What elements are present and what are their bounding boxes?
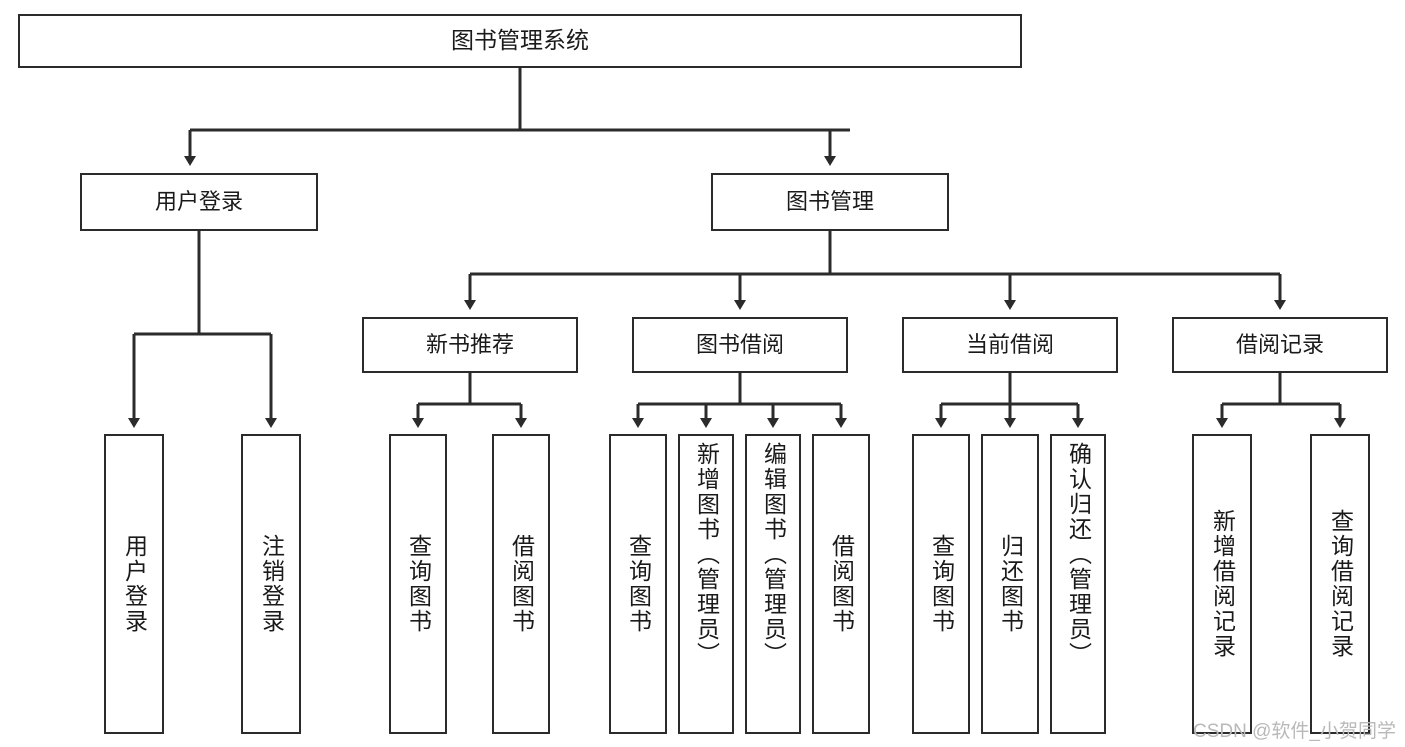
- leaf-logout-login[interactable]: 注销登录: [241, 434, 301, 734]
- leaf-query-book-3[interactable]: 查询图书: [912, 434, 970, 734]
- leaf-query-book-3-label: 查询图书: [928, 534, 955, 634]
- leaf-add-book-label: 新增图书（管理员）: [693, 442, 720, 667]
- leaf-query-record-label: 查询借阅记录: [1327, 509, 1354, 659]
- node-book-borrow[interactable]: 图书借阅: [632, 317, 848, 373]
- leaf-return-book[interactable]: 归还图书: [981, 434, 1039, 734]
- node-borrow-record[interactable]: 借阅记录: [1172, 317, 1388, 373]
- leaf-query-record[interactable]: 查询借阅记录: [1310, 434, 1370, 734]
- leaf-borrow-book-1[interactable]: 借阅图书: [492, 434, 550, 734]
- node-current-borrow-label: 当前借阅: [965, 331, 1054, 357]
- node-new-book-recommend[interactable]: 新书推荐: [362, 317, 578, 373]
- node-user-login[interactable]: 用户登录: [80, 173, 318, 231]
- node-root-label: 图书管理系统: [451, 27, 589, 54]
- node-new-book-recommend-label: 新书推荐: [425, 331, 514, 357]
- leaf-edit-book-label: 编辑图书（管理员）: [760, 442, 787, 667]
- watermark-text: CSDN @软件_小贺同学: [1193, 721, 1396, 742]
- node-book-borrow-label: 图书借阅: [695, 331, 784, 357]
- leaf-user-login-label: 用户登录: [121, 534, 148, 634]
- leaf-query-book-1[interactable]: 查询图书: [389, 434, 447, 734]
- node-borrow-record-label: 借阅记录: [1235, 331, 1324, 357]
- node-user-login-label: 用户登录: [154, 188, 243, 214]
- leaf-logout-login-label: 注销登录: [258, 534, 285, 634]
- leaf-query-book-2-label: 查询图书: [625, 534, 652, 634]
- leaf-add-record[interactable]: 新增借阅记录: [1192, 434, 1252, 734]
- leaf-return-book-label: 归还图书: [997, 534, 1024, 634]
- leaf-query-book-2[interactable]: 查询图书: [609, 434, 667, 734]
- node-root[interactable]: 图书管理系统: [18, 14, 1022, 68]
- node-book-manage[interactable]: 图书管理: [711, 173, 949, 231]
- leaf-confirm-return-label: 确认归还（管理员）: [1065, 442, 1092, 667]
- leaf-add-record-label: 新增借阅记录: [1209, 509, 1236, 659]
- leaf-query-book-1-label: 查询图书: [405, 534, 432, 634]
- node-book-manage-label: 图书管理: [785, 188, 874, 214]
- leaf-confirm-return[interactable]: 确认归还（管理员）: [1050, 434, 1106, 734]
- leaf-edit-book[interactable]: 编辑图书（管理员）: [745, 434, 801, 734]
- leaf-user-login[interactable]: 用户登录: [104, 434, 164, 734]
- leaf-add-book[interactable]: 新增图书（管理员）: [678, 434, 734, 734]
- leaf-borrow-book-1-label: 借阅图书: [508, 534, 535, 634]
- node-current-borrow[interactable]: 当前借阅: [902, 317, 1118, 373]
- leaf-borrow-book-2-label: 借阅图书: [828, 534, 855, 634]
- leaf-borrow-book-2[interactable]: 借阅图书: [812, 434, 870, 734]
